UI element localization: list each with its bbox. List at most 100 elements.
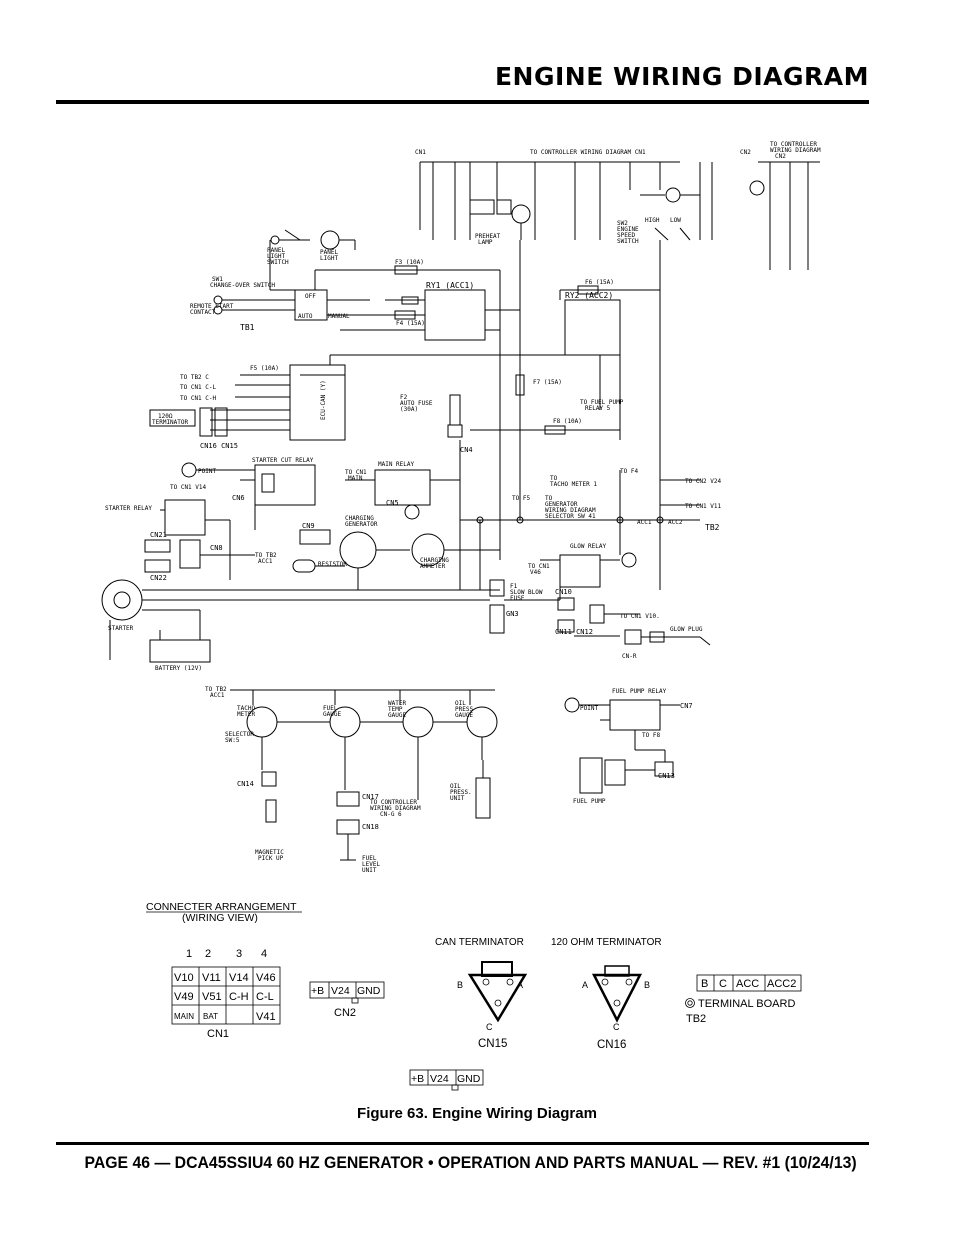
terminator-label-2: TERMINATOR [152, 419, 189, 426]
auto-label: AUTO [298, 313, 313, 320]
oil-press-gauge-label: OIL [455, 700, 466, 707]
to-cn1-v46-label-2: V46 [530, 569, 541, 576]
oil-press-gauge-label-2: PRESS [455, 706, 473, 713]
fuel-level-label-3: UNIT [362, 867, 377, 874]
figure-caption: Figure 63. Engine Wiring Diagram [357, 1105, 597, 1122]
cn11-cn12-label: CN11 CN12 [555, 628, 593, 636]
to-gen-label-2: GENERATOR [545, 501, 578, 508]
fuel-pump-label: FUEL PUMP [573, 798, 606, 805]
to-ctrl-cng6-label: TO CONTROLLER [370, 799, 417, 806]
can-terminator-title: CAN TERMINATOR [435, 937, 524, 948]
cn16-label: CN16 [597, 1039, 626, 1051]
oil-press-gauge-label-3: GAUGE [455, 712, 473, 719]
cn1-cell: V51 [202, 991, 222, 1003]
sw2-label-3: SPEED [617, 232, 635, 239]
oil-press-unit-label: OIL [450, 783, 461, 790]
f1-label: F1 [510, 583, 518, 590]
to-ctrl-cng6-label-3: CN-G 6 [380, 811, 402, 818]
a-point-label: POINT [198, 468, 216, 475]
sw2-label: SW2 [617, 220, 628, 227]
to-gen-label-3: WIRING DIAGRAM [545, 507, 596, 514]
to-controller-cn2-3: CN2 [775, 153, 786, 160]
cn15-label: CN15 [478, 1038, 507, 1050]
cn16-cn15-label: CN16 CN15 [200, 442, 238, 450]
cn13-label: CN13 [658, 772, 675, 780]
to-gen-label: TO [545, 495, 553, 502]
ry2-label: RY2 (ACC2) [565, 291, 613, 300]
f1-label-2: SLOW BLOW [510, 589, 543, 596]
fuel-level-label-2: LEVEL [362, 861, 380, 868]
fuel-gauge-label: FUEL [323, 705, 338, 712]
cn1-cell: BAT [203, 1012, 218, 1021]
acc2-label: ACC2 [668, 519, 683, 526]
tb2-cell: C [719, 978, 727, 990]
cn2-cell: V24 [331, 985, 350, 997]
gn3-label: GN3 [506, 610, 519, 618]
manual-label: MANUAL [328, 313, 350, 320]
bottom-cell: +B [411, 1073, 424, 1085]
fuel-level-label: FUEL [362, 855, 377, 862]
cn15-pin-right: A [517, 980, 523, 990]
cn1-connector-label: CN1 [207, 1028, 229, 1040]
ry1-label: RY1 (ACC1) [426, 281, 474, 290]
cn16-pin-right: B [644, 980, 650, 990]
to-f8-label: TO F8 [642, 732, 660, 739]
fuel-gauge-label-2: GAUGE [323, 711, 341, 718]
f1-label-3: FUSE [510, 595, 525, 602]
to-controller-cn2-2: WIRING DIAGRAM [770, 147, 821, 154]
f7-label: F7 (15A) [533, 379, 562, 386]
high-label: HIGH [645, 217, 660, 224]
water-temp-label: WATER [388, 700, 406, 707]
to-cn1-ch-label: TO CN1 C-H [180, 395, 217, 402]
cn17-label: CN17 [362, 793, 379, 801]
cn15-pin-bottom: C [486, 1022, 493, 1032]
panel-light-switch-label-2: LIGHT [267, 253, 285, 260]
cn1-cell: V46 [256, 972, 276, 984]
to-tb2-acc1-label: TO TB2 [255, 552, 277, 559]
cn1-col-1: 1 [186, 948, 192, 960]
charging-generator-label: CHARGING [345, 515, 374, 522]
to-cn1-main-label-2: MAIN [348, 475, 363, 482]
to-tacho-label-2: TACHO METER 1 [550, 481, 597, 488]
tb2-cell: B [701, 978, 708, 990]
cn18-label: CN18 [362, 823, 379, 831]
f3-label: F3 (10A) [395, 259, 424, 266]
cn4-label: CN4 [460, 446, 473, 454]
cn1-cell: V49 [174, 991, 194, 1003]
cn1-cell: V11 [202, 972, 221, 984]
battery-label: BATTERY (12V) [155, 665, 202, 672]
sw1-label: SW1 [212, 276, 223, 283]
terminator-label: 120Ω [158, 413, 173, 420]
cn1-cell: V10 [174, 972, 194, 984]
to-f4-label: TO F4 [620, 468, 638, 475]
f6-label: F6 (15A) [585, 279, 614, 286]
to-tacho-label: TO [550, 475, 558, 482]
to-cn1-v46-label: TO CN1 [528, 563, 550, 570]
sw2-label-2: ENGINE [617, 226, 639, 233]
ecu-can-label: ECU-CAN (Y) [320, 380, 327, 420]
to-fuel-pump-relay-label-2: RELAY 5 [585, 405, 611, 412]
terminal-board-label: TERMINAL BOARD [698, 998, 795, 1010]
f2-label-2: AUTO FUSE [400, 400, 433, 407]
cn2-cell: +B [311, 985, 324, 997]
page-title: ENGINE WIRING DIAGRAM [494, 62, 869, 91]
cn15-pin-left: B [457, 980, 463, 990]
cn1-top-label: CN1 [415, 149, 426, 156]
b-point-label: POINT [580, 705, 598, 712]
panel-light-switch-label: PANEL [267, 247, 285, 254]
f4-label: F4 (15A) [396, 320, 425, 327]
cn1-cell: V41 [256, 1011, 276, 1023]
preheat-lamp-label: PREHEAT [475, 233, 501, 240]
cn21-label: CN21 [150, 531, 167, 539]
fuel-pump-relay-label: FUEL PUMP RELAY [612, 688, 667, 695]
to-controller-cn2-1: TO CONTROLLER [770, 141, 817, 148]
arrangement-title: CONNECTER ARRANGEMENT [146, 901, 297, 913]
sw2-label-4: SWITCH [617, 238, 639, 245]
cn6-label: CN6 [232, 494, 245, 502]
cn1-col-4: 4 [261, 948, 267, 960]
cn14-label: CN14 [237, 780, 254, 788]
to-gen-label-4: SELECTOR SW 41 [545, 513, 596, 520]
selector-label-2: SW:5 [225, 737, 240, 744]
cn1-cell: V14 [229, 972, 249, 984]
change-over-switch-label: CHANGE-OVER SWITCH [210, 282, 275, 289]
